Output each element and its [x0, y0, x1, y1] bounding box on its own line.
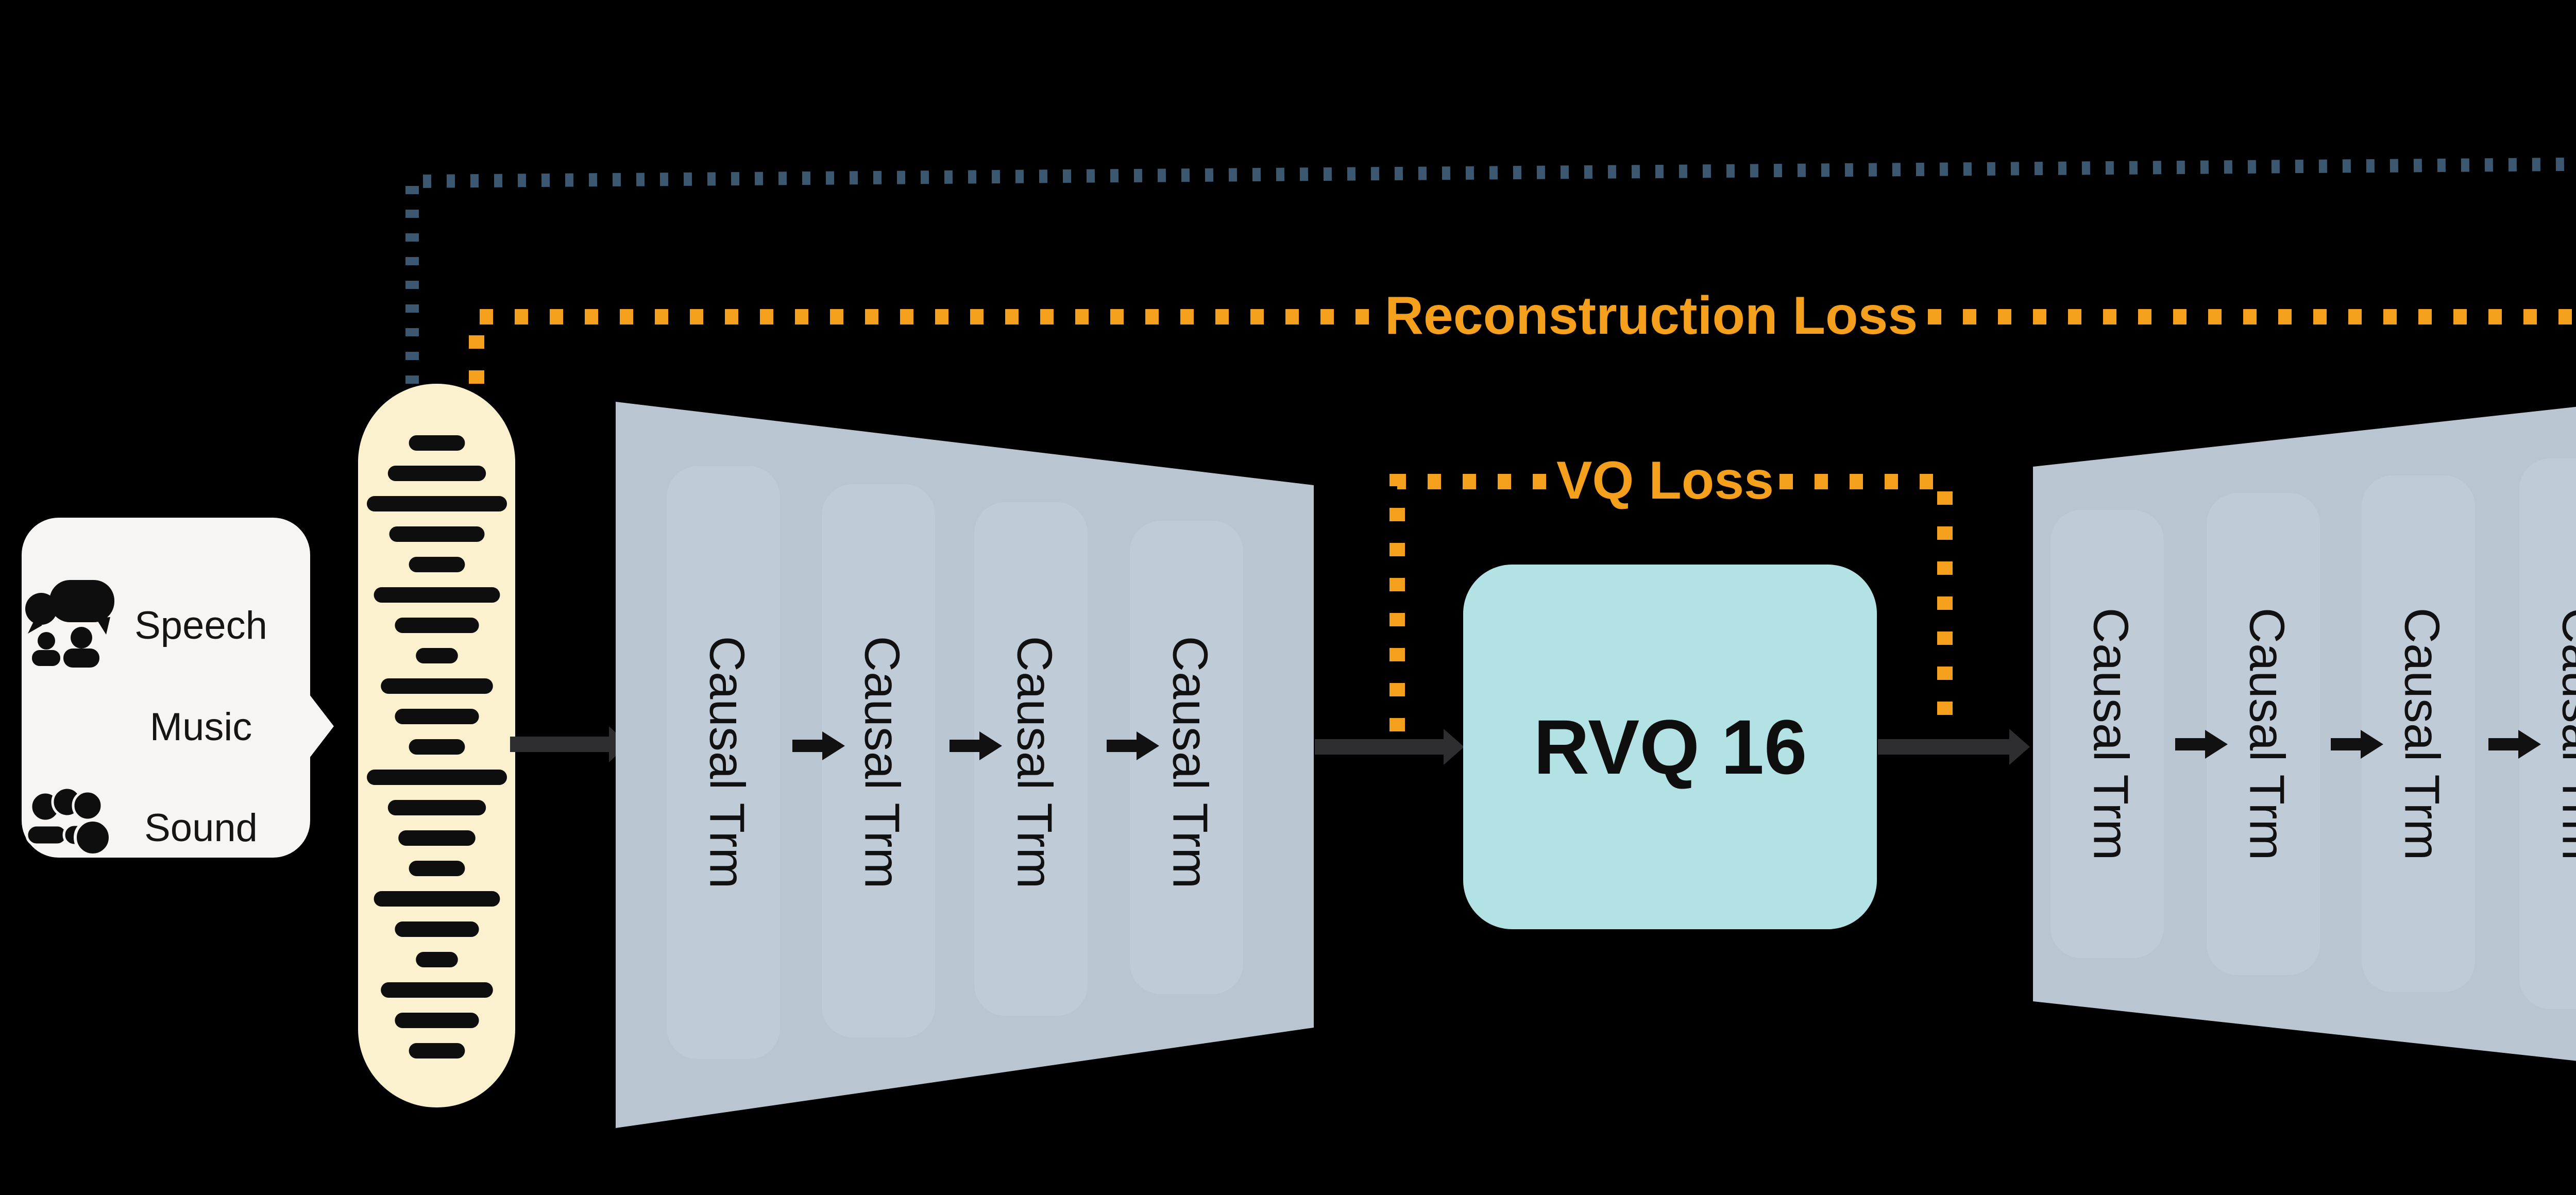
encoder-block-2 — [822, 484, 935, 1037]
adversarial-path-input-to-discriminator — [405, 157, 2576, 384]
encoder-block-label: Causal Trm — [855, 636, 910, 889]
waveform-bar — [395, 618, 479, 633]
decoder-block-label: Causal Trm — [2395, 608, 2450, 861]
encoder-block-4 — [1130, 521, 1243, 994]
decoder-block-label: Causal Trm — [2083, 608, 2139, 861]
inter-block-arrow — [792, 731, 845, 760]
waveform-bar — [367, 496, 507, 511]
inter-block-arrow — [950, 731, 1002, 760]
waveform-bar — [416, 952, 458, 967]
encoder-trapezoid: Causal Trm Causal Trm Causal Trm Causal … — [616, 402, 1314, 1128]
encoder-block-label: Causal Trm — [1007, 636, 1062, 889]
arrowhead-icon — [1444, 729, 1464, 765]
waveform-bar — [416, 648, 458, 663]
decoder-block-3 — [2362, 475, 2475, 992]
speech-label: Speech — [134, 604, 267, 647]
encoder-block-label: Causal Trm — [700, 636, 755, 889]
decoder-block-4 — [2519, 458, 2576, 1009]
encoder-block-3 — [974, 502, 1088, 1016]
speech-chat-icon — [25, 580, 114, 668]
waveform-bar — [381, 982, 493, 998]
inter-block-arrow — [2175, 730, 2228, 759]
inter-block-arrow — [2488, 730, 2541, 759]
waveform-bar — [398, 830, 476, 846]
decoder-trapezoid: Causal Trm Causal Trm Causal Trm Causal … — [2033, 406, 2576, 1061]
decoder-block-1 — [2050, 510, 2164, 958]
waveform-bar — [367, 770, 507, 785]
crowd-sound-icon — [25, 786, 112, 857]
rvq-box: RVQ 16 — [1463, 565, 1877, 929]
waveform-bar — [374, 587, 500, 603]
waveform-bar — [409, 861, 465, 876]
flow-arrow-encoder-to-rvq — [1315, 729, 1464, 765]
waveform-bar — [387, 800, 486, 815]
flow-arrow-rvq-to-decoder — [1878, 729, 2030, 765]
waveform-bar — [395, 709, 479, 724]
decoder-block-label: Causal Trm — [2552, 608, 2576, 861]
waveform-bar — [409, 739, 465, 755]
vq-loss-label: VQ Loss — [1556, 451, 1774, 510]
flow-arrow-input-to-encoder — [510, 726, 629, 762]
waveform-bar — [381, 678, 493, 694]
reconstruction-loss-label: Reconstruction Loss — [1385, 286, 1918, 346]
encoder-block-label: Causal Trm — [1163, 636, 1218, 889]
waveform-bar — [374, 891, 500, 907]
encoder-block-1 — [667, 466, 780, 1059]
inter-block-arrow — [2331, 730, 2383, 759]
waveform-bar — [389, 526, 485, 542]
waveform-bar — [395, 921, 479, 937]
waveform-bars — [367, 435, 507, 1059]
waveform-bar — [409, 435, 465, 451]
sound-label: Sound — [144, 806, 258, 850]
rvq-label: RVQ 16 — [1534, 704, 1807, 790]
waveform-bar — [395, 1013, 479, 1028]
input-sources-callout: Speech Music Sound — [22, 518, 334, 858]
decoder-block-label: Causal Trm — [2240, 608, 2295, 861]
reconstruction-loss-path: Reconstruction Loss — [469, 286, 2576, 384]
inter-block-arrow — [1107, 731, 1159, 760]
vq-loss-path: VQ Loss — [1389, 451, 1953, 731]
input-waveform — [358, 384, 515, 1107]
callout-pointer — [308, 693, 334, 760]
waveform-bar — [387, 466, 486, 481]
waveform-bar — [409, 1043, 465, 1059]
arrowhead-icon — [2009, 729, 2030, 765]
music-label: Music — [150, 705, 252, 749]
decoder-block-2 — [2207, 493, 2320, 975]
waveform-bar — [409, 557, 465, 572]
